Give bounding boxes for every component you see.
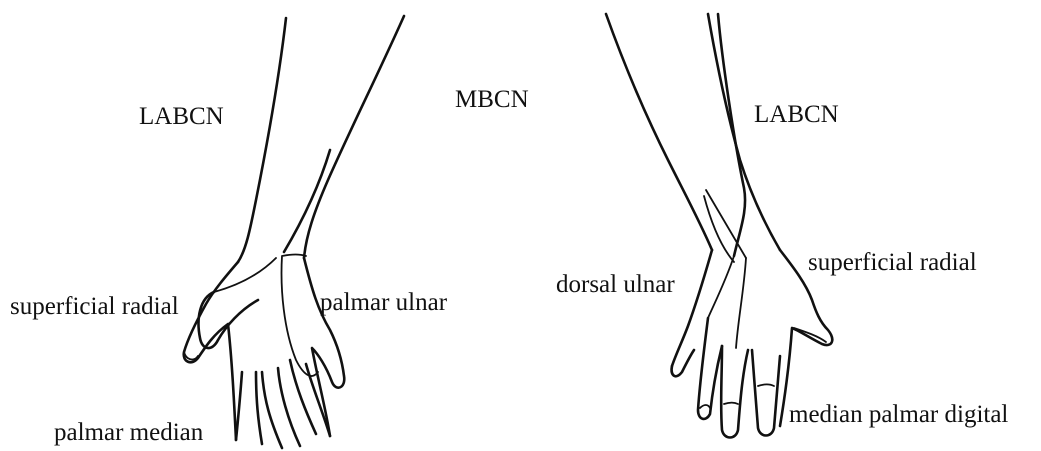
right-finger-little [672, 350, 694, 376]
left-palm-crease-radial [214, 258, 276, 292]
left-superficial-radial-label: superficial radial [10, 294, 179, 319]
left-labcn-label: LABCN [139, 104, 224, 129]
right-finger-middle [721, 346, 748, 438]
right-dorsal-crossing [708, 256, 746, 348]
mbcn-label: MBCN [455, 87, 529, 112]
right-forearm-crossing-line [704, 190, 746, 262]
left-forearm-ulnar-edge [304, 16, 404, 258]
left-finger-ring [290, 360, 330, 436]
right-labcn-label: LABCN [754, 102, 839, 127]
right-thumb-nail [794, 328, 826, 342]
left-palmar-median-label: palmar median [54, 420, 203, 445]
left-hand-drawing [184, 16, 404, 448]
left-palm-crease-ulnar [282, 255, 318, 377]
left-palmar-ulnar-label: palmar ulnar [320, 290, 447, 315]
right-dorsal-ulnar-label: dorsal ulnar [556, 272, 675, 297]
left-finger-index [236, 372, 262, 444]
left-forearm-radial-edge [238, 18, 286, 262]
right-hand-drawing [606, 14, 832, 438]
right-superficial-radial-label: superficial radial [808, 250, 977, 275]
right-median-palmar-digital-label: median palmar digital [789, 402, 1008, 427]
right-finger-ring [698, 318, 722, 419]
right-forearm-radial-edge [606, 14, 712, 250]
right-finger-index [752, 350, 780, 436]
right-forearm-inner-line [718, 14, 745, 256]
left-thumb-nail [184, 352, 198, 359]
right-hand-outline [672, 250, 832, 426]
